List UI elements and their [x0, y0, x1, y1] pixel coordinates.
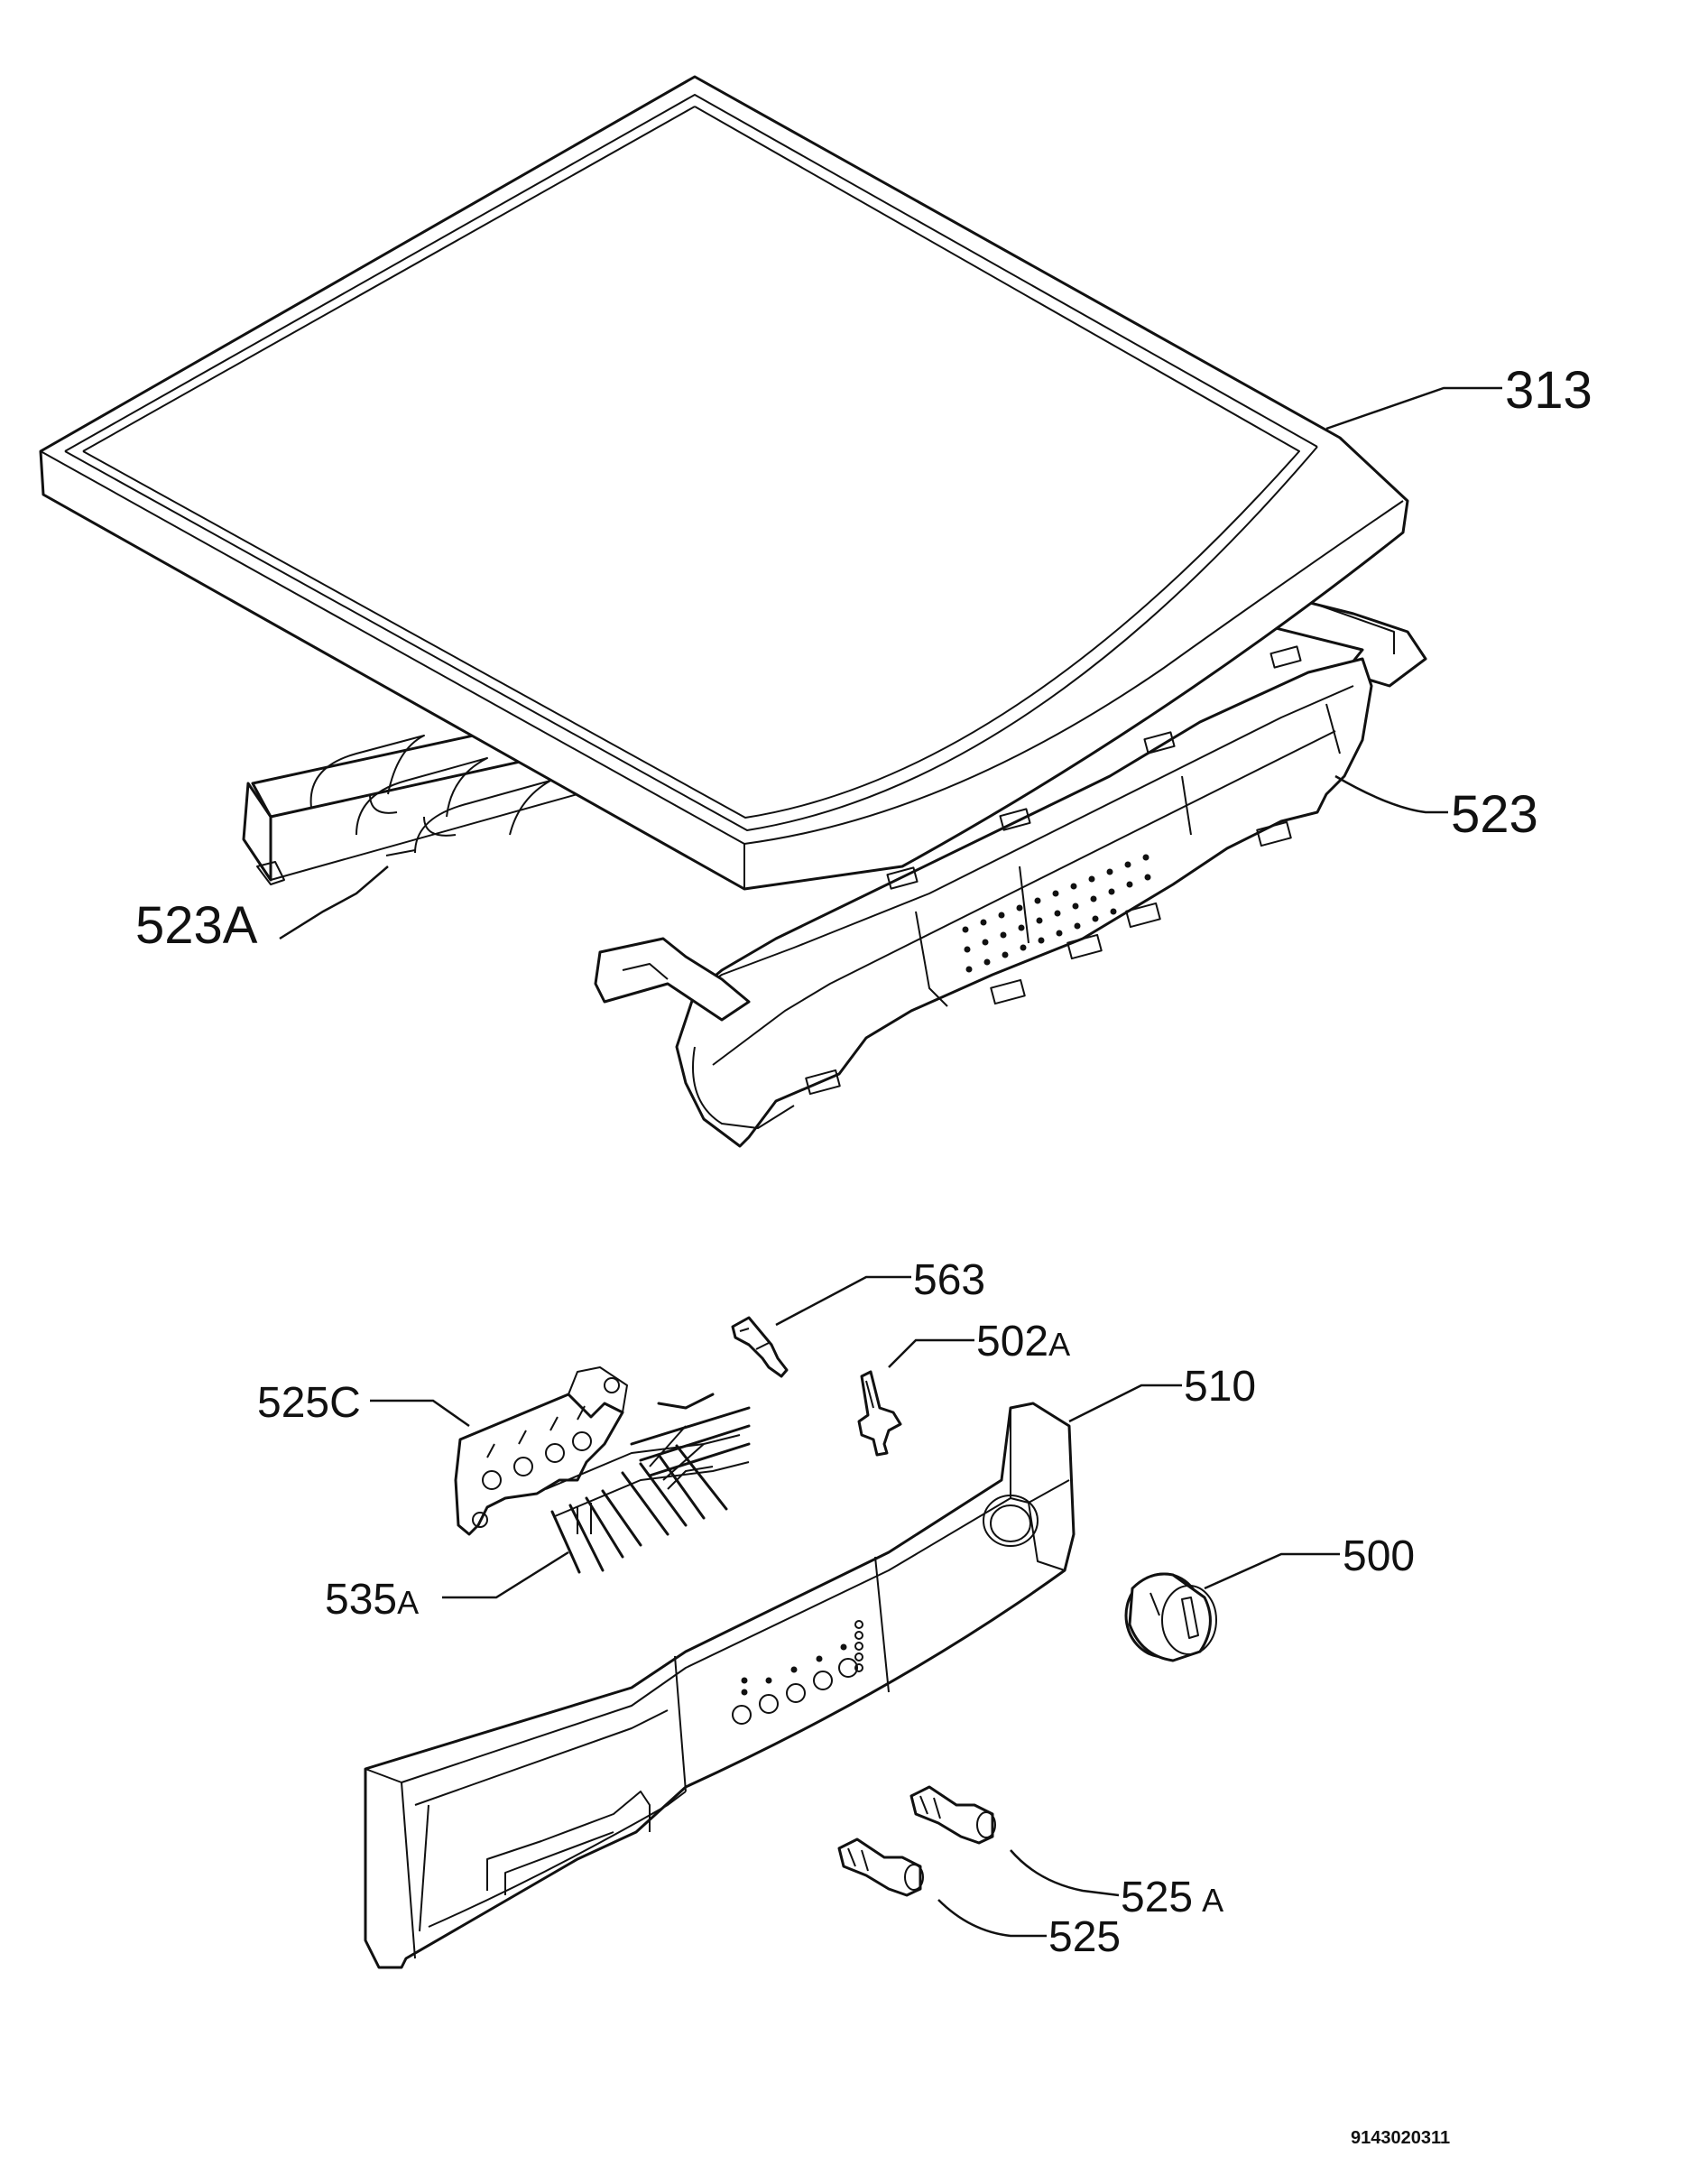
part-525a-light-pipe [909, 1785, 996, 1845]
perforation-grid [962, 854, 1151, 973]
label-535a-number: 535 [325, 1576, 397, 1624]
label-502a: 502A [976, 1318, 1070, 1365]
part-502a-lever [857, 1370, 902, 1457]
label-500: 500 [1343, 1532, 1415, 1580]
leader-502a [888, 1338, 974, 1368]
leader-525 [937, 1899, 1047, 1938]
leader-523a [279, 865, 389, 940]
leader-563 [775, 1275, 911, 1327]
part-525c-led-holder [454, 1366, 628, 1536]
label-502a-number: 502 [976, 1318, 1048, 1365]
leader-500 [1204, 1552, 1340, 1590]
part-525-light-pipe [837, 1837, 924, 1897]
part-500-knob [1124, 1572, 1217, 1662]
label-523a: 523A [135, 896, 258, 955]
part-563-pin [731, 1316, 789, 1378]
panel-buttons [732, 1620, 863, 1725]
label-525a-suffix: A [1202, 1882, 1223, 1919]
leader-525a [1010, 1849, 1120, 1897]
label-313: 313 [1505, 361, 1593, 420]
part-labels: 313 523 523A 563 502A 525C 510 535A 500 … [135, 361, 1593, 2148]
part-510-control-panel [364, 1402, 1076, 1969]
leader-535a [442, 1550, 569, 1599]
part-535a-pin-set [545, 1393, 751, 1574]
label-535a-suffix: A [397, 1584, 419, 1621]
label-523: 523 [1451, 785, 1538, 844]
leader-510 [1068, 1384, 1182, 1423]
part-313-top-lid [39, 75, 1409, 891]
leader-525c [370, 1399, 470, 1428]
leader-lines [279, 386, 1502, 1938]
label-535a: 535A [325, 1576, 419, 1624]
leader-523 [1334, 774, 1448, 814]
label-563: 563 [913, 1256, 985, 1304]
label-525a-number: 525 [1121, 1874, 1193, 1921]
label-525c: 525C [257, 1379, 361, 1427]
drawing-id: 9143020311 [1351, 2128, 1450, 2148]
leader-313 [1325, 386, 1502, 430]
label-502a-suffix: A [1048, 1326, 1070, 1363]
label-510: 510 [1184, 1363, 1256, 1411]
label-525: 525 [1048, 1913, 1121, 1961]
